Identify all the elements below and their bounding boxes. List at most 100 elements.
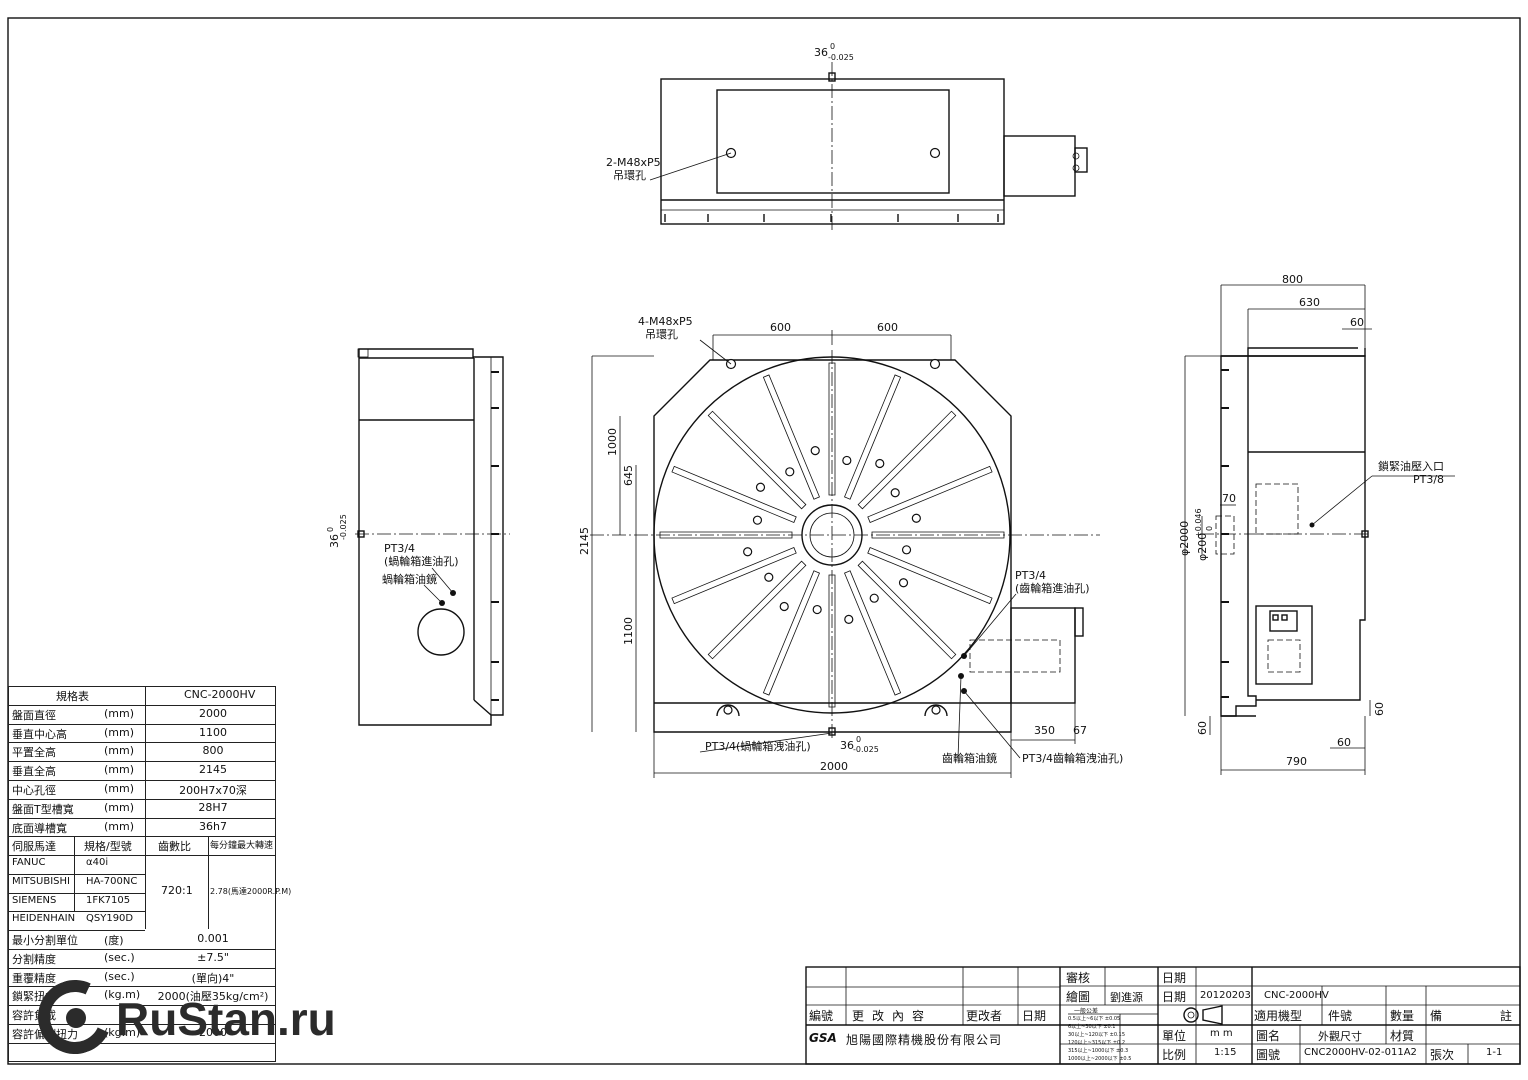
spec-label: 容許負載: [12, 1009, 56, 1023]
bottom-key-dim: 36: [840, 739, 854, 752]
tb-col-change: 更改內容: [852, 1009, 933, 1023]
right-view: 800 630 60 鎖緊油壓入口 PT3/8 70 φ2000 φ200 +0…: [1178, 273, 1455, 775]
t-slot: [762, 374, 820, 500]
face-bolt-hole: [743, 547, 753, 557]
spec-unit: (kg.m): [104, 1026, 141, 1039]
spec-row: 盤面直徑(mm)2000: [8, 705, 276, 725]
tolerance-row: 315以上~1000以下 ±0.3: [1068, 1048, 1129, 1054]
spec-label: 鎖緊扭力: [12, 990, 56, 1004]
spec-row: 鎖緊扭力(kg.m)2000(油壓35kg/cm²): [8, 986, 276, 1007]
face-bolt-hole: [752, 515, 763, 525]
servo-model: QSY190D: [86, 913, 134, 925]
spec-label: 盤面直徑: [12, 708, 56, 722]
face-bolt-hole: [810, 446, 820, 456]
top-hole-label-2: 吊環孔: [613, 169, 646, 182]
face-bolt-hole: [755, 482, 766, 492]
spec-value: 800: [202, 744, 224, 758]
spec-label: 盤面T型槽寬: [12, 802, 74, 816]
tb-remark2: 註: [1500, 1009, 1513, 1023]
tb-date: 20120203: [1200, 990, 1251, 1001]
face-bolt-hole: [844, 614, 854, 624]
top-hole-label-1: 2-M48xP5: [606, 156, 661, 169]
face-bolt-hole: [812, 604, 822, 615]
dim-60-bottom: 60: [1337, 736, 1351, 749]
t-slot: [857, 560, 957, 660]
servo-header-ratio: 齒數比: [158, 840, 191, 853]
dim-67: 67: [1073, 724, 1087, 737]
rustan-watermark: RuStan.ru: [20, 969, 400, 1070]
dia-200-tol-low: 0: [1205, 526, 1214, 531]
t-slot: [867, 465, 993, 523]
spec-header-right: CNC-2000HV: [184, 688, 256, 701]
face-bolt-hole: [898, 578, 909, 588]
dia-200: φ200: [1196, 533, 1209, 561]
spec-value: 200H7x70深: [179, 784, 247, 797]
t-slot: [707, 560, 807, 660]
face-bolt-hole: [764, 572, 774, 582]
spec-row: 最小分割單位(度)0.001: [8, 930, 276, 950]
face-bolt-hole: [785, 467, 795, 477]
servo-brand: MITSUBISHI: [12, 875, 70, 887]
clamp-label: 鎖緊油壓入口: [1378, 459, 1444, 473]
tb-model: CNC-2000HV: [1264, 990, 1329, 1001]
drawing-border: [7, 17, 1521, 1065]
worm-out-label: PT3/4(蝸輪箱洩油孔): [705, 739, 811, 753]
t-slot: [671, 465, 797, 523]
servo-brand: SIEMENS: [12, 894, 57, 906]
tb-unit: m m: [1210, 1028, 1233, 1039]
t-slot: [867, 547, 993, 605]
spec-value: 28H7: [198, 800, 228, 814]
tb-col-date: 日期: [1022, 1009, 1047, 1023]
servo-model: α40i: [86, 857, 109, 868]
face-bolt-hole: [869, 593, 879, 603]
t-slots: [659, 362, 1005, 708]
top-lift-hole-right: [929, 147, 941, 159]
spec-value: 36h7: [199, 819, 227, 833]
gear-ratio: 720:1: [161, 884, 193, 897]
top-view: 36 0 -0.025 2-M48xP5 吊環孔: [606, 42, 1088, 230]
tb-name: 外觀尺寸: [1318, 1030, 1362, 1043]
spec-row: 平置全高(mm)800: [8, 742, 276, 763]
servo-brand: FANUC: [12, 857, 46, 868]
servo-model: 1FK7105: [86, 894, 131, 906]
tb-part-label: 件號: [1328, 1009, 1353, 1023]
servo-model: HA-700NC: [86, 875, 138, 887]
servo-row: MITSUBISHI HA-700NC: [8, 874, 145, 894]
dim-630: 630: [1299, 296, 1320, 309]
t-slot: [659, 531, 793, 539]
dim-790: 790: [1286, 755, 1307, 768]
spec-value: 2000(油壓35kg/cm²): [157, 990, 269, 1004]
servo-header-speed: 每分鐘最大轉速: [210, 841, 274, 851]
max-speed: 2.78(馬達2000R.P.M): [210, 887, 292, 896]
servo-row: FANUC α40i: [8, 855, 145, 875]
spec-unit: (mm): [104, 819, 135, 833]
t-slot: [828, 362, 836, 496]
top-dim-36: 36: [814, 46, 828, 59]
spec-value: 2000: [199, 1026, 227, 1039]
front-hole-label-1: 4-M48xP5: [638, 315, 693, 328]
tolerance-row: 0.5以上~6以下 ±0.05: [1068, 1016, 1121, 1022]
gear-in-label-2: (齒輪箱進油孔): [1015, 581, 1090, 595]
dim-600-left: 600: [770, 321, 791, 334]
logo-text: RuStan.ru: [116, 993, 336, 1045]
mounting-holes: [743, 446, 921, 624]
tb-date-label2: 日期: [1162, 990, 1187, 1004]
t-slot: [857, 410, 957, 510]
spec-row: 容許偏側扭力(kg.m)2000: [8, 1024, 276, 1044]
tb-dwg-label: 圖號: [1256, 1048, 1281, 1062]
left-key-tol-up: 0: [326, 527, 335, 532]
tb-sheet: 1-1: [1486, 1047, 1503, 1058]
tolerance-row: 1000以上~2000以下 ±0.5: [1068, 1056, 1132, 1062]
bottom-key-tol-up: 0: [856, 735, 861, 744]
clamp-pt: PT3/8: [1413, 473, 1444, 486]
front-hole-label-2: 吊環孔: [645, 328, 678, 341]
spec-label: 中心孔徑: [12, 784, 56, 797]
left-key-dim: 36: [328, 534, 341, 548]
spec-unit: (sec.): [104, 950, 135, 964]
tb-material-label: 材質: [1390, 1029, 1415, 1043]
spec-label: 重覆精度: [12, 971, 56, 985]
dim-800: 800: [1282, 273, 1303, 286]
dim-60-left: 60: [1196, 721, 1209, 735]
tb-unit-label: 單位: [1162, 1029, 1187, 1043]
tb-name-label: 圖名: [1256, 1029, 1281, 1043]
